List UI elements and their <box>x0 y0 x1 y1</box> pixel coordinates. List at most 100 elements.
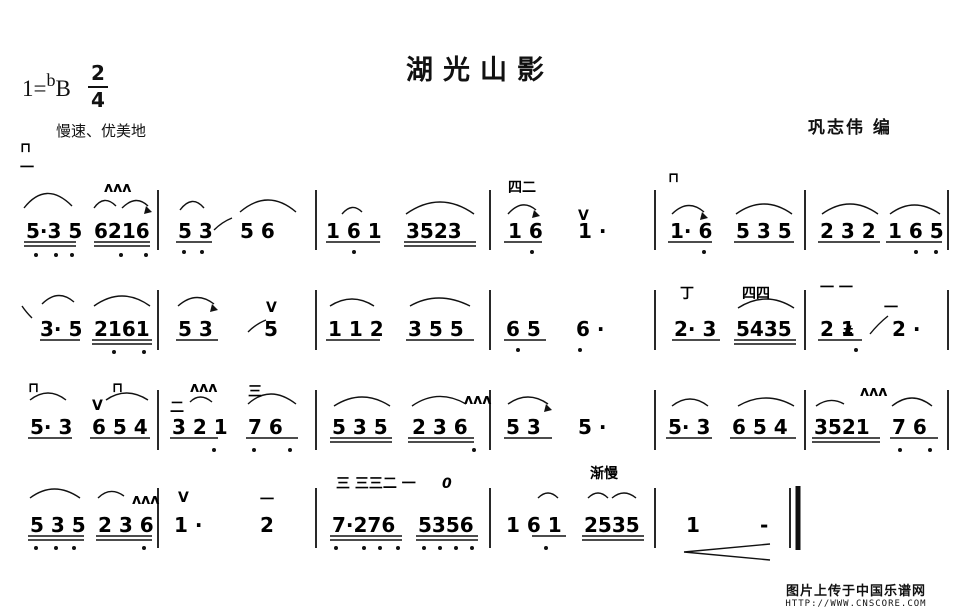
key-note: B <box>55 76 71 101</box>
slur <box>891 397 933 407</box>
beam-layer <box>24 241 942 541</box>
slur <box>737 397 795 407</box>
arrowhead <box>144 206 152 214</box>
string-mark: 三 三三二 一 <box>336 476 416 492</box>
notes: 5·3 5 <box>26 219 82 243</box>
slur <box>507 204 537 215</box>
flat-sign: b <box>46 70 56 90</box>
notes: 7·276 <box>332 513 395 537</box>
slur-layer <box>21 192 941 561</box>
notes: 6 5 4 <box>732 415 788 439</box>
notes: 3 2 1 <box>172 415 228 439</box>
slur <box>189 396 213 403</box>
notes: 2 <box>260 513 274 537</box>
slur <box>405 201 475 215</box>
mordent-icon: ʌʌʌ <box>104 180 131 196</box>
notes: 5· 3 <box>668 415 710 439</box>
tempo-marking: 慢速、优美地 <box>56 122 147 140</box>
slur <box>737 298 795 309</box>
notes: 5· 3 <box>30 415 72 439</box>
mordent-icon: ʌʌʌ <box>190 380 217 396</box>
slur <box>93 295 151 307</box>
notes: 6 5 <box>506 317 541 341</box>
notes: - <box>760 513 768 537</box>
slur <box>611 492 637 499</box>
slur <box>97 490 125 499</box>
slur <box>671 204 705 215</box>
notes: 2 3 2 <box>820 219 876 243</box>
notes: 2 3 6 <box>412 415 468 439</box>
notes: 1· 6 <box>670 219 712 243</box>
notes: 2 · <box>892 317 920 341</box>
notes: 1 6 5 <box>888 219 944 243</box>
hook <box>869 315 889 335</box>
key-signature: 1=bB <box>22 70 71 102</box>
rest-mark: 0 <box>442 476 452 492</box>
down-bow-icon: ⊓ <box>28 380 39 396</box>
slur <box>93 199 117 209</box>
string-mark: 一 <box>20 160 34 176</box>
string-mark: 一 一 <box>820 280 853 296</box>
mordent-icon: ʌʌʌ <box>132 492 159 508</box>
arrowhead <box>544 404 552 412</box>
notes: 5 3 5 <box>736 219 792 243</box>
slur <box>341 206 363 215</box>
time-signature: 2 4 <box>88 62 108 112</box>
arrow-layer <box>144 206 708 412</box>
notes: 5 3 5 <box>332 415 388 439</box>
watermark-line1: 图片上传于中国乐谱网 <box>785 584 926 599</box>
score-title: 湖光山影 <box>406 55 554 86</box>
slur <box>329 298 375 307</box>
notes: 3 5 5 <box>408 317 464 341</box>
notes: 5 3 5 <box>30 513 86 537</box>
slur <box>821 203 879 215</box>
time-signature-bottom: 4 <box>91 88 105 112</box>
slur <box>247 393 297 405</box>
slur <box>29 488 81 499</box>
slur <box>29 392 67 401</box>
key-prefix: 1= <box>22 76 47 101</box>
notes: 1 · <box>578 219 606 243</box>
time-signature-bar <box>88 86 108 88</box>
string-mark: 一 <box>260 492 274 508</box>
slur <box>41 294 75 305</box>
notes: 2 1 <box>820 317 855 341</box>
down-bow-icon: ⊓ <box>112 380 123 396</box>
slur <box>889 204 941 215</box>
notes: 5435 <box>736 317 792 341</box>
string-mark: 丁 <box>680 286 694 302</box>
string-mark: 四四 <box>742 286 770 302</box>
slur <box>333 396 391 407</box>
up-bow-icon: V <box>266 300 277 316</box>
notes: 7 6 <box>892 415 927 439</box>
notes: 5 3 <box>506 415 541 439</box>
slur <box>735 203 793 215</box>
notes: 1 6 1 <box>326 219 382 243</box>
notes: 3523 <box>406 219 462 243</box>
string-mark: 三 <box>248 384 262 400</box>
barline-layer <box>157 190 949 548</box>
slur <box>239 199 297 213</box>
notes: 1 · <box>174 513 202 537</box>
slur <box>671 398 709 407</box>
octave-dot-layer <box>34 250 938 550</box>
notes: 6 5 4 <box>92 415 148 439</box>
up-bow-icon: V <box>578 208 589 224</box>
string-mark: 一 <box>884 300 898 316</box>
string-mark: 四二 <box>508 180 536 196</box>
up-bow-icon: V <box>92 398 103 414</box>
arrowhead <box>700 212 708 220</box>
notes: 1 6 1 <box>506 513 562 537</box>
notes: 5 <box>264 317 278 341</box>
notes: 5 3 <box>178 219 213 243</box>
hook <box>213 217 233 231</box>
slur <box>537 492 559 499</box>
notes: 5 3 <box>178 317 213 341</box>
notes: 3521 <box>814 415 870 439</box>
notes: 6 · <box>576 317 604 341</box>
notes: 2· 3 <box>674 317 716 341</box>
slur <box>105 392 149 401</box>
slur <box>587 492 609 499</box>
notes: 1 1 2 <box>328 317 384 341</box>
